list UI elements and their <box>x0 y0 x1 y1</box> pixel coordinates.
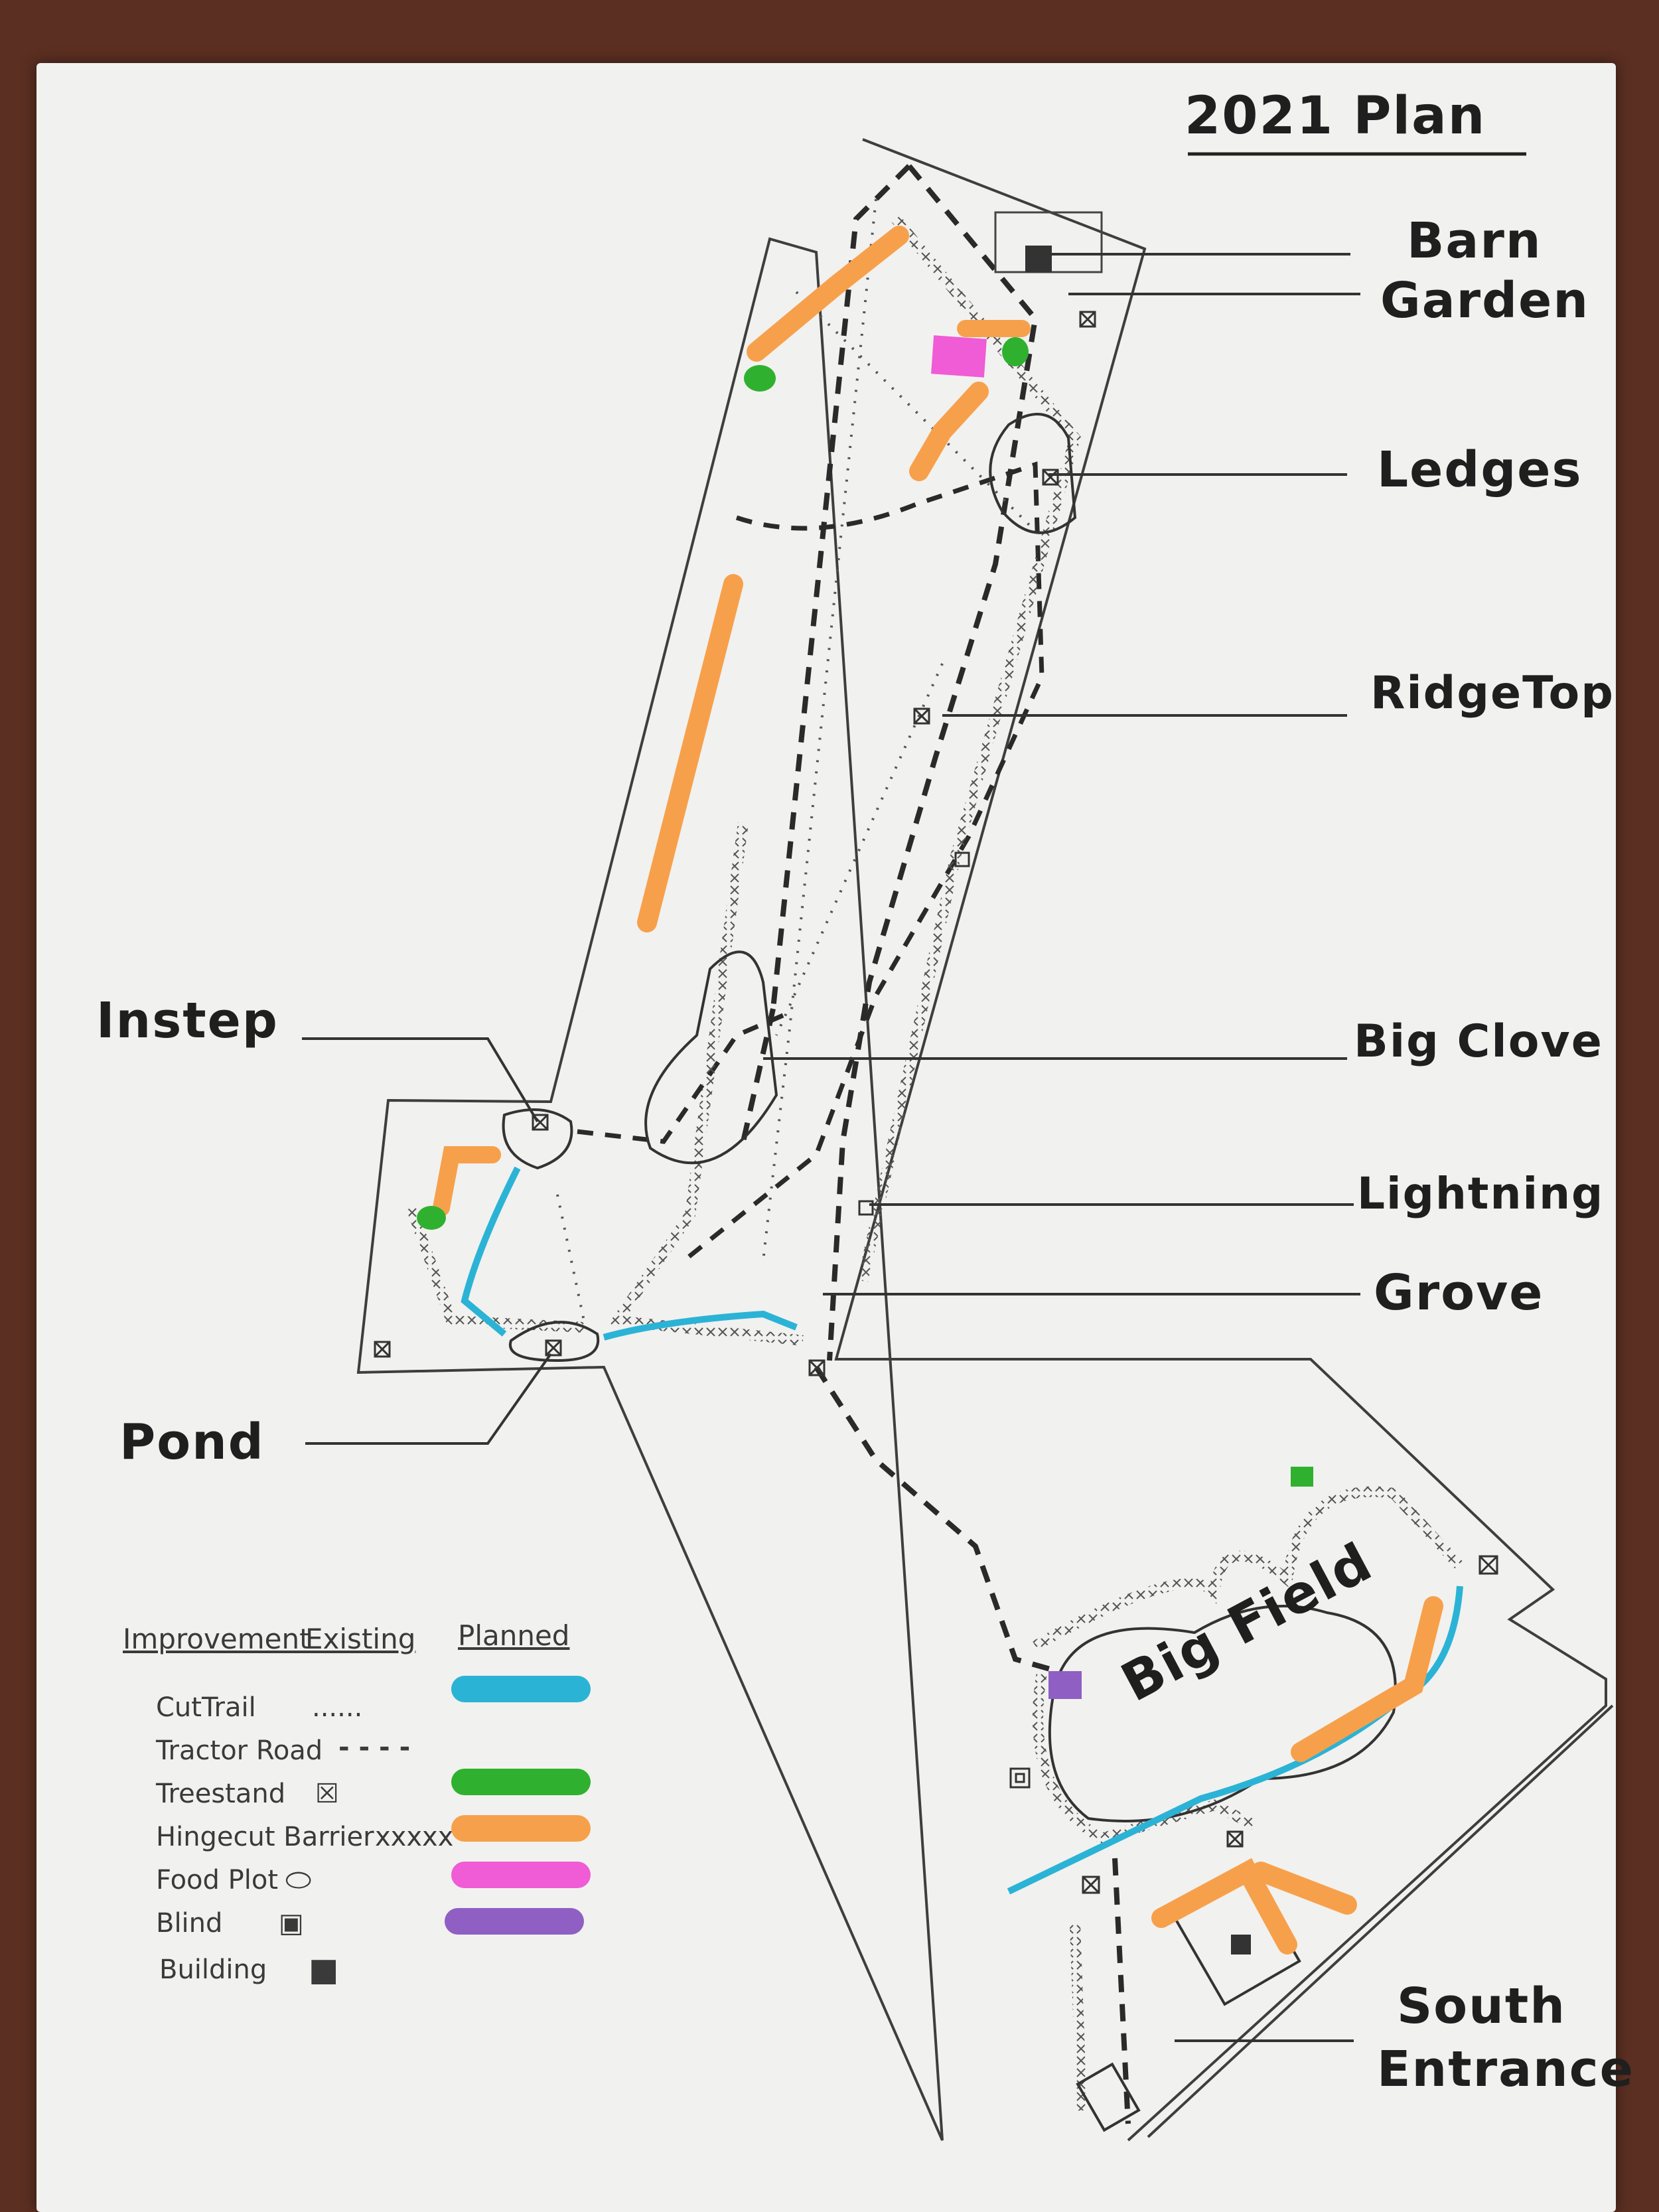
legend-row-name: Tractor Road <box>156 1735 323 1766</box>
label-ledges: Ledges <box>1377 441 1583 498</box>
legend-swatch-cut-trail <box>451 1676 591 1702</box>
legend-row-symbol: ...... <box>312 1692 363 1723</box>
label-south: South <box>1397 1978 1566 2035</box>
legend-header-planned: Planned <box>458 1619 570 1652</box>
legend-row-name: Blind <box>156 1908 223 1939</box>
label-instep: Instep <box>96 992 279 1049</box>
legend-row-symbol: ■ <box>309 1951 339 1988</box>
legend-row-symbol: xxxxx <box>375 1822 454 1852</box>
food-plot-ledges <box>989 413 1077 534</box>
food-plot-planned <box>931 335 987 378</box>
legend-row-symbol: ▣ <box>279 1908 304 1939</box>
legend-swatch-hingecut <box>451 1815 591 1842</box>
label-pond: Pond <box>119 1414 265 1471</box>
cut-trail-planned <box>461 1166 798 1341</box>
legend-swatch-blind <box>445 1908 584 1935</box>
legend-header-existing: Existing <box>305 1623 416 1655</box>
legend-row-symbol: ⬭ <box>285 1862 312 1897</box>
tractor-road <box>741 164 1039 1361</box>
label-big-clove: Big Clove <box>1354 1015 1603 1068</box>
label-ridgetop: RidgeTop <box>1370 667 1615 719</box>
hingecut-planned <box>1291 1596 1443 1762</box>
hingecut-planned <box>637 574 743 932</box>
food-plot-instep <box>502 1108 573 1170</box>
hingecut-planned <box>433 1146 501 1217</box>
building-south-inner <box>1231 1935 1251 1954</box>
legend-row-name: CutTrail <box>156 1692 256 1723</box>
blind-planned <box>1048 1671 1082 1699</box>
legend-row-name: Food Plot <box>156 1865 279 1895</box>
hingecut-planned <box>1151 1858 1357 1954</box>
leader-lines <box>302 253 1360 2042</box>
treestand-planned <box>1291 1467 1313 1487</box>
legend-row-symbol: - - - - <box>338 1732 411 1763</box>
hingecut-planned <box>747 226 909 362</box>
label-lightning: Lightning <box>1357 1168 1605 1219</box>
label-garden: Garden <box>1380 272 1590 329</box>
barn-building <box>1025 246 1052 272</box>
tractor-road <box>1112 1858 1131 2124</box>
food-plot-big-field <box>1048 1605 1397 1822</box>
paper-sheet <box>36 63 1616 2212</box>
treestand-planned <box>744 365 776 392</box>
blind-existing-markers <box>858 851 1031 1789</box>
legend-row-symbol: ☒ <box>315 1779 339 1809</box>
legend-row-name: Hingecut Barrier <box>156 1822 374 1852</box>
tractor-road <box>682 461 1045 1263</box>
treestand-planned <box>417 1206 446 1230</box>
map-title: 2021 Plan <box>1185 86 1486 146</box>
legend-row-name: Treestand <box>156 1779 286 1809</box>
label-entrance: Entrance <box>1377 2041 1634 2098</box>
legend-row-name: Building <box>159 1954 267 1985</box>
label-grove: Grove <box>1374 1264 1544 1321</box>
treestand-planned <box>1002 337 1029 366</box>
hingecut-barrier-existing <box>406 215 1464 2111</box>
tractor-road <box>577 1013 784 1144</box>
hingecut-planned <box>909 382 989 481</box>
treestand-existing-markers <box>374 311 1498 1894</box>
food-plot-pond <box>508 1321 600 1363</box>
property-boundary <box>356 138 1607 2142</box>
legend-swatch-treestand <box>451 1769 591 1795</box>
legend-header-improvement: Improvement <box>123 1623 311 1655</box>
road-line <box>1147 1704 1614 2138</box>
food-plot-big-clove <box>644 950 778 1165</box>
legend-swatch-food-plot <box>451 1862 591 1888</box>
tractor-road <box>814 1365 1063 1675</box>
building-entrance <box>1076 2062 1141 2132</box>
label-barn: Barn <box>1407 212 1542 269</box>
